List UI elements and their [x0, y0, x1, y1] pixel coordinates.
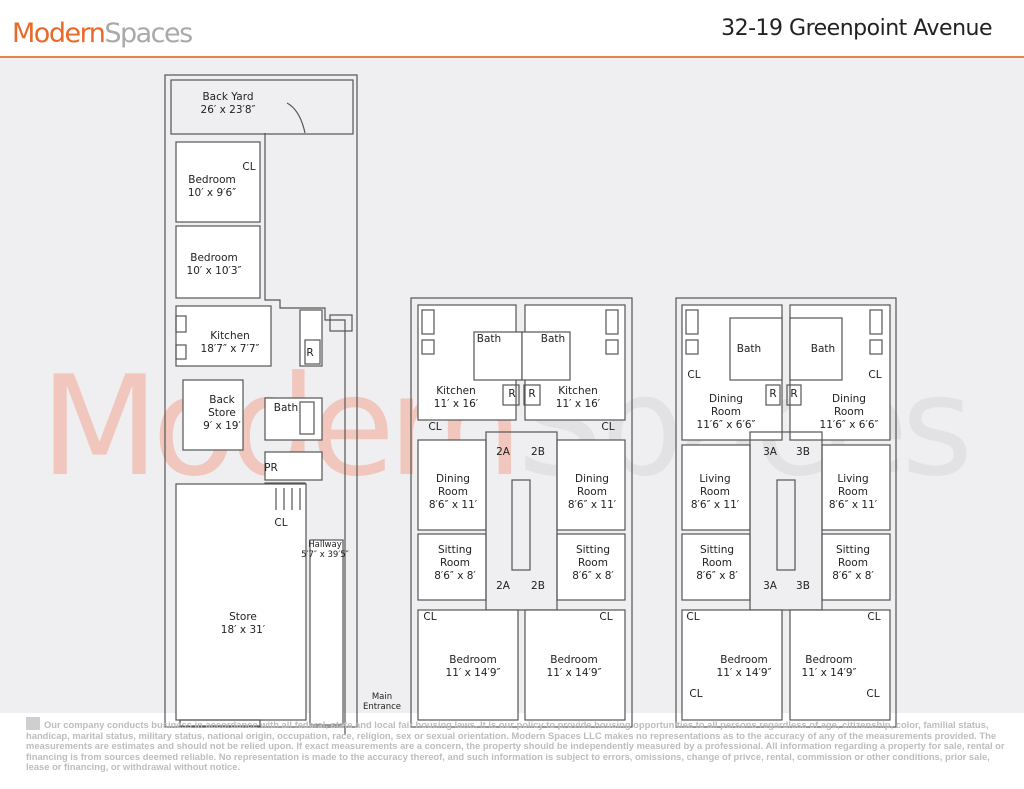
- room-label: Bedroom 11′ x 14′9″: [546, 654, 602, 679]
- header: ModernSpaces 32-19 Greenpoint Avenue: [0, 0, 1024, 58]
- room-label: Hallway 5′7″ x 39′5″: [301, 540, 349, 560]
- room-label: 3A: [763, 446, 777, 458]
- room-label: CL: [601, 421, 615, 433]
- room-label: Back Yard 26′ x 23′8″: [200, 91, 256, 116]
- room-label: CL: [686, 611, 700, 623]
- logo-modern: Modern: [12, 18, 106, 49]
- room-label: CL: [868, 369, 882, 381]
- room-label: Sitting Room 8′6″ x 8′: [434, 544, 476, 582]
- room-label: Bedroom 10′ x 9′6″: [187, 174, 237, 199]
- room-label: Bath: [736, 343, 762, 355]
- room-label: R: [790, 388, 798, 400]
- room-label: 2A: [496, 446, 510, 458]
- property-address: 32-19 Greenpoint Avenue: [721, 16, 992, 41]
- disclaimer: Our company conducts business in accorda…: [26, 717, 1006, 773]
- room-label: R: [769, 388, 777, 400]
- room-label: CL: [242, 161, 256, 173]
- room-label: CL: [689, 688, 703, 700]
- room-label: Bath: [273, 402, 299, 414]
- room-label: CL: [866, 688, 880, 700]
- room-label: R: [306, 347, 314, 359]
- room-label: PR: [264, 462, 278, 474]
- room-label: Kitchen 18′7″ x 7′7″: [200, 330, 260, 355]
- room-label: 3B: [796, 446, 810, 458]
- room-label: CL: [423, 611, 437, 623]
- disclaimer-text: Our company conducts business in accorda…: [26, 719, 1005, 772]
- room-label: CL: [867, 611, 881, 623]
- room-label: CL: [274, 517, 288, 529]
- room-label: Sitting Room 8′6″ x 8′: [572, 544, 614, 582]
- room-label: Living Room 8′6″ x 11′: [828, 473, 878, 511]
- room-label: 2A: [496, 580, 510, 592]
- room-label: Back Store 9′ x 19′: [203, 394, 241, 432]
- equal-housing-icon: [26, 717, 40, 730]
- logo-spaces: Spaces: [104, 18, 193, 49]
- room-label: Store 18′ x 31′: [220, 611, 266, 636]
- room-label: Bedroom 10′ x 10′3″: [186, 252, 242, 277]
- room-label: R: [528, 388, 536, 400]
- room-label: Kitchen 11′ x 16′: [433, 385, 479, 410]
- room-label: Living Room 8′6″ x 11′: [690, 473, 740, 511]
- room-label: R: [508, 388, 516, 400]
- room-label: Bath: [476, 333, 502, 345]
- room-label: Sitting Room 8′6″ x 8′: [832, 544, 874, 582]
- room-label: Bedroom 11′ x 14′9″: [445, 654, 501, 679]
- room-label: Dining Room 8′6″ x 11′: [428, 473, 478, 511]
- second-floor-plan: [410, 297, 633, 728]
- ground-floor-plan: [164, 74, 358, 735]
- room-label: Dining Room 11′6″ x 6′6″: [819, 393, 879, 431]
- room-label: Sitting Room 8′6″ x 8′: [696, 544, 738, 582]
- room-label: Bath: [810, 343, 836, 355]
- room-label: CL: [428, 421, 442, 433]
- room-label: Main Entrance: [362, 692, 402, 712]
- room-label: Dining Room 11′6″ x 6′6″: [696, 393, 756, 431]
- room-label: Bedroom 11′ x 14′9″: [801, 654, 857, 679]
- room-label: 2B: [531, 446, 545, 458]
- room-label: 3A: [763, 580, 777, 592]
- room-label: 3B: [796, 580, 810, 592]
- room-label: Dining Room 8′6″ x 11′: [567, 473, 617, 511]
- room-label: Kitchen 11′ x 16′: [555, 385, 601, 410]
- room-label: Bath: [540, 333, 566, 345]
- room-label: CL: [599, 611, 613, 623]
- room-label: 2B: [531, 580, 545, 592]
- room-label: Bedroom 11′ x 14′9″: [716, 654, 772, 679]
- third-floor-plan: [675, 297, 897, 728]
- room-label: CL: [687, 369, 701, 381]
- modern-spaces-logo: ModernSpaces: [12, 18, 193, 49]
